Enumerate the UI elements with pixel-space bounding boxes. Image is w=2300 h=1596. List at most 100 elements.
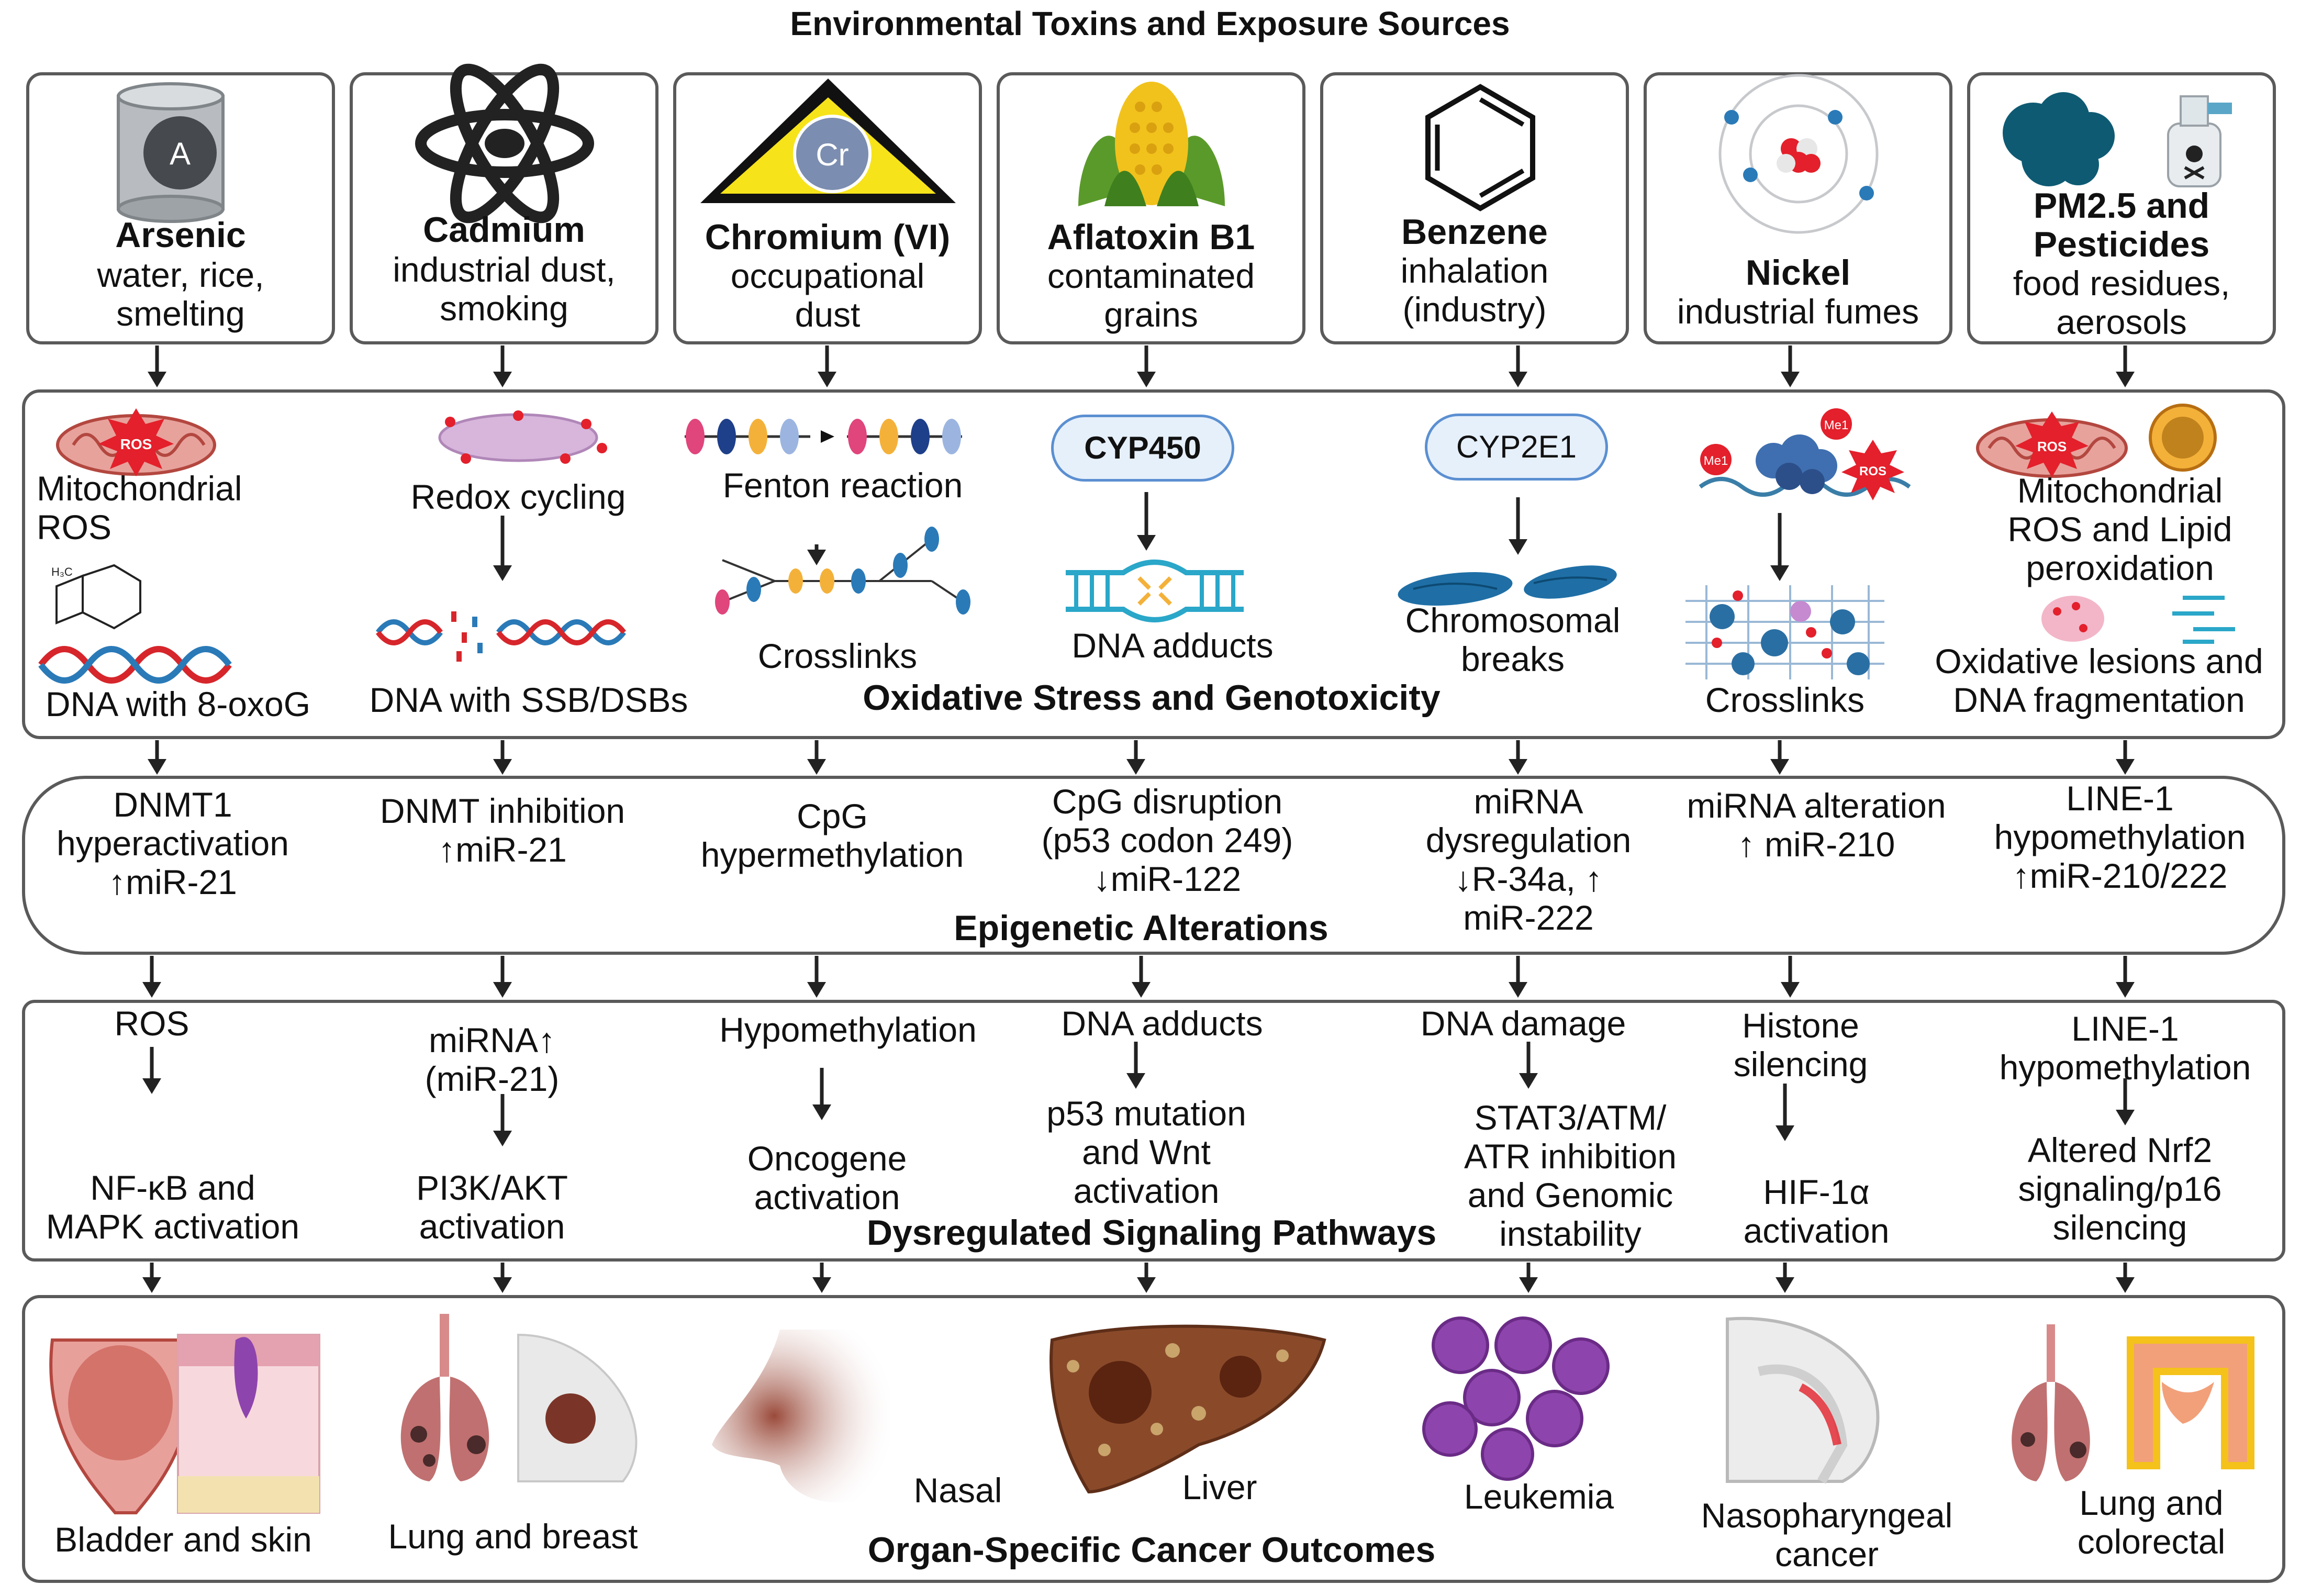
flow-arrow-head — [1137, 1277, 1156, 1293]
outcome-label-2: Lung and breast — [388, 1517, 638, 1556]
epigenetic-item-4: CpG disruption (p53 codon 249) ↓miR-122 — [1041, 782, 1293, 898]
arsenic-can-icon: A — [117, 82, 225, 223]
toxin-box-pm25-pesticides: PM2.5 and Pesticides food residues, aero… — [1967, 72, 2276, 344]
band-signaling: Dysregulated Signaling Pathways — [866, 1213, 1437, 1253]
signaling-top-7: LINE-1 hypomethylation — [1999, 1009, 2251, 1087]
flow-arrow-head — [148, 372, 166, 387]
flow-arrow-head — [812, 1277, 831, 1293]
toxin-source: industrial fumes — [1677, 292, 1919, 331]
epigenetic-item-1: DNMT1 hyperactivation ↑miR-21 — [57, 785, 289, 901]
toxin-name: Benzene — [1401, 212, 1548, 252]
nasopharynx-icon — [1726, 1316, 1880, 1484]
enzyme-cyp450: CYP450 — [1051, 415, 1234, 482]
band-outcomes: Organ-Specific Cancer Outcomes — [867, 1530, 1436, 1570]
mitochondria-ros-icon: ROS — [56, 408, 216, 476]
svg-text:H₃C: H₃C — [51, 565, 73, 578]
epigenetic-item-5: miRNA dysregulation ↓R-34a, ↑ miR-222 — [1425, 782, 1632, 937]
signaling-bottom-2: PI3K/AKT activation — [416, 1168, 568, 1246]
epigenetic-item-7: LINE-1 hypomethylation ↑miR-210/222 — [1994, 779, 2246, 895]
toxin-name: Aflatoxin B1 — [1047, 217, 1255, 257]
flow-arrow-head — [493, 759, 512, 775]
flow-arrow-head — [142, 982, 161, 998]
flow-arrow-head — [148, 759, 166, 775]
signaling-bottom-7: Altered Nrf2 signaling/p16 silencing — [2018, 1131, 2222, 1247]
oxidative-top-1: Mitochondrial ROS — [37, 469, 242, 546]
flow-arrow-head — [1509, 759, 1527, 775]
signaling-top-3: Hypomethylation — [719, 1010, 977, 1049]
pm-cloud-and-spray-icon — [2003, 92, 2232, 187]
benzene-ring-icon — [1425, 84, 1535, 211]
flow-arrow-head — [1509, 982, 1527, 998]
me1-label: Me1 — [1824, 418, 1849, 432]
signaling-bottom-4: p53 mutation and Wnt activation — [1046, 1094, 1246, 1210]
oxidative-bottom-6: Crosslinks — [1705, 680, 1865, 719]
chromosome-icon — [1398, 565, 1617, 606]
mitochondria-ros-lipid-icon: ROS — [1976, 404, 2217, 478]
lung-breast-icon — [400, 1314, 638, 1482]
band-epigenetic: Epigenetic Alterations — [954, 908, 1328, 948]
signaling-top-6: Histone silencing — [1733, 1006, 1868, 1084]
crosslinked-chromatin-icon — [1685, 585, 1884, 679]
outcome-label-4: Liver — [1182, 1468, 1257, 1506]
flow-arrow-head — [2116, 372, 2135, 387]
flow-arrow-head — [1781, 982, 1800, 998]
flow-arrow-head — [493, 982, 512, 998]
signaling-bottom-3: Oncogene activation — [747, 1139, 907, 1216]
flow-arrow-head — [1776, 1277, 1794, 1293]
flow-arrow-head — [1770, 759, 1789, 775]
nickel-atom-icon — [1718, 74, 1879, 234]
toxin-box-aflatoxin: Aflatoxin B1 contaminated grains — [997, 72, 1305, 344]
flow-arrow-head — [2116, 1277, 2135, 1293]
flow-arrow-head — [1519, 1277, 1538, 1293]
epigenetic-item-2: DNMT inhibition ↑miR-21 — [379, 791, 626, 869]
flow-arrow-head — [1132, 982, 1151, 998]
dna-adduct-icon — [1066, 560, 1244, 622]
flow-arrow-head — [142, 1277, 161, 1293]
ros-label: ROS — [2037, 439, 2067, 454]
oxidative-lesion-icon — [2041, 596, 2235, 644]
figure-title: Environmental Toxins and Exposure Source… — [790, 5, 1510, 42]
redox-cell-icon — [438, 410, 607, 464]
dna-break-icon — [376, 611, 626, 662]
chromium-symbol: Cr — [816, 137, 848, 172]
fenton-chain-icon — [685, 419, 962, 454]
oxidative-bottom-3: Crosslinks — [757, 637, 918, 675]
toxin-box-chromium: Cr Chromium (VI) occupational dust — [673, 72, 982, 344]
guanine-dna-icon: H₃C — [38, 564, 232, 684]
hazard-triangle-icon: Cr — [700, 79, 956, 203]
corn-icon — [1078, 82, 1225, 206]
flow-arrow-head — [1137, 372, 1156, 387]
bladder-skin-icon — [49, 1334, 320, 1514]
lung-colon-icon — [2012, 1324, 2254, 1481]
toxin-name: PM2.5 and Pesticides — [2033, 186, 2210, 264]
signaling-bottom-5: STAT3/ATM/ ATR inhibition and Genomic in… — [1464, 1098, 1677, 1253]
flow-arrow-head — [493, 1277, 512, 1293]
epigenetic-panel — [22, 776, 2285, 955]
flow-arrow-head — [807, 982, 826, 998]
flow-arrow-head — [807, 759, 826, 775]
liver-icon — [1049, 1324, 1326, 1494]
toxin-box-benzene: Benzene inhalation (industry) — [1320, 72, 1629, 344]
oxidative-top-7: Mitochondrial ROS and Lipid peroxidation — [2007, 471, 2232, 587]
nucleosome-methylation-icon: Me1 Me1 ROS — [1699, 408, 1911, 500]
enzyme-cyp2e1: CYP2E1 — [1425, 414, 1608, 481]
toxin-box-arsenic: A Arsenic water, rice, smelting — [26, 72, 335, 344]
signaling-top-1: ROS — [114, 1004, 189, 1043]
epigenetic-item-6: miRNA alteration ↑ miR-210 — [1687, 786, 1946, 864]
flow-arrow-head — [2116, 982, 2135, 998]
flow-arrow-head — [1509, 372, 1527, 387]
toxin-name: Cadmium — [423, 210, 585, 250]
band-oxidative: Oxidative Stress and Genotoxicity — [863, 678, 1441, 718]
outcome-label-6: Nasopharyngeal cancer — [1701, 1496, 1953, 1573]
flow-arrow-head — [1126, 759, 1145, 775]
toxin-source: contaminated grains — [1047, 256, 1255, 334]
oxidative-bottom-1: DNA with 8-oxoG — [45, 685, 311, 723]
signaling-top-5: DNA damage — [1420, 1004, 1626, 1043]
ros-label: ROS — [120, 436, 152, 452]
epigenetic-item-3: CpG hypermethylation — [700, 797, 964, 874]
oxidative-bottom-5: Chromosomal breaks — [1405, 601, 1621, 678]
toxin-name: Arsenic — [115, 215, 246, 255]
signaling-top-2: miRNA↑ (miR-21) — [425, 1021, 560, 1098]
oxidative-bottom-7: Oxidative lesions and DNA fragmentation — [1935, 642, 2263, 719]
oxidative-bottom-2: DNA with SSB/DSBs — [369, 680, 688, 719]
